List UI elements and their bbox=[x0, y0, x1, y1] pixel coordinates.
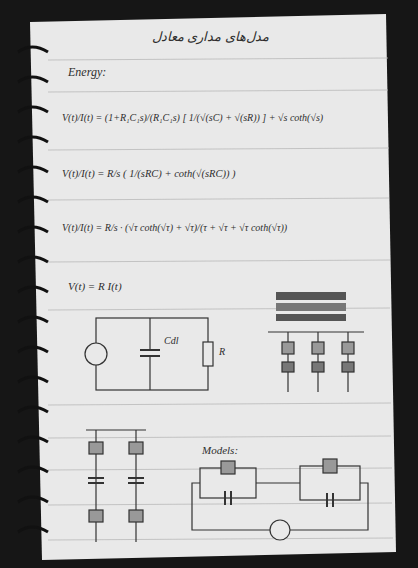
ruled-line bbox=[48, 58, 388, 60]
resistor-symbol bbox=[323, 459, 337, 473]
capacitor-symbol bbox=[88, 477, 104, 479]
resistor-symbol bbox=[129, 510, 143, 522]
capacitor-symbol bbox=[312, 362, 324, 372]
ruled-line bbox=[48, 148, 389, 150]
resistor-symbol bbox=[282, 342, 294, 354]
equation: V(t) = R I(t) bbox=[66, 280, 124, 293]
ruled-line bbox=[48, 90, 388, 92]
circuit-wire bbox=[149, 318, 150, 350]
capacitor-symbol bbox=[128, 477, 144, 479]
circuit-wire bbox=[268, 331, 364, 332]
ladder-circuit bbox=[86, 430, 146, 542]
circuit-wire bbox=[86, 429, 146, 430]
spiral-binding bbox=[18, 47, 48, 532]
transmission-line bbox=[268, 332, 364, 392]
circuit-wire bbox=[256, 482, 300, 483]
capacitor-symbol bbox=[140, 349, 160, 351]
spiral-ring bbox=[18, 287, 48, 292]
spiral-ring bbox=[18, 77, 48, 82]
equation: V(t)/I(t) = R/s ( 1/(sRC) + coth(√(sRC))… bbox=[60, 168, 238, 180]
ruled-line bbox=[48, 436, 391, 438]
capacitor-symbol bbox=[332, 493, 334, 507]
ruled-line bbox=[48, 198, 389, 200]
spiral-ring bbox=[18, 437, 48, 442]
ruled-line bbox=[48, 538, 393, 540]
capacitor-symbol bbox=[326, 493, 328, 507]
spiral-ring bbox=[18, 47, 48, 52]
section-heading: Models: bbox=[200, 444, 240, 457]
notebook-page bbox=[30, 14, 396, 560]
resistor-symbol bbox=[221, 461, 235, 474]
spiral-ring bbox=[18, 107, 48, 112]
spiral-ring bbox=[18, 137, 48, 142]
spiral-ring bbox=[18, 377, 48, 382]
layer-band bbox=[276, 303, 346, 311]
spiral-ring bbox=[18, 167, 48, 172]
spiral-ring bbox=[18, 407, 48, 412]
layer-band bbox=[276, 314, 346, 321]
section-heading: Energy: bbox=[66, 66, 108, 80]
spiral-ring bbox=[18, 257, 48, 262]
circuit-wire bbox=[192, 483, 270, 530]
resistor-symbol bbox=[342, 342, 354, 354]
spiral-ring bbox=[18, 467, 48, 472]
ruled-lines bbox=[48, 58, 393, 540]
spiral-ring bbox=[18, 227, 48, 232]
ruled-line bbox=[48, 403, 391, 405]
ruled-line bbox=[48, 503, 392, 505]
model-circuit bbox=[192, 459, 368, 540]
capacitor-symbol bbox=[88, 482, 104, 484]
spiral-ring bbox=[18, 497, 48, 502]
spiral-ring bbox=[18, 527, 48, 532]
spiral-ring bbox=[18, 197, 48, 202]
resistor-symbol bbox=[203, 342, 213, 366]
capacitor-symbol bbox=[128, 482, 144, 484]
source-symbol bbox=[270, 520, 290, 540]
circuit-wire bbox=[290, 483, 368, 530]
capacitor-symbol bbox=[230, 491, 232, 505]
capacitor-symbol bbox=[224, 491, 226, 505]
equation: V(t)/I(t) = R/s · (√τ coth(√τ) + √τ)/(τ … bbox=[60, 222, 289, 234]
source-symbol bbox=[85, 343, 107, 365]
spiral-ring bbox=[18, 317, 48, 322]
capacitor-symbol bbox=[342, 362, 354, 372]
ruled-line bbox=[48, 260, 390, 262]
layer-band bbox=[276, 292, 346, 300]
equation: V(t)/I(t) = (1+R₁C₁s)/(R₁C₁s) [ 1/(√(sC)… bbox=[60, 112, 325, 124]
rc-circuit bbox=[85, 318, 213, 390]
resistor-symbol bbox=[129, 442, 143, 454]
circuit-wire bbox=[149, 356, 150, 390]
spiral-ring bbox=[18, 347, 48, 352]
circuit-wire bbox=[96, 318, 208, 390]
resistor-symbol bbox=[89, 442, 103, 454]
electrode-layers bbox=[276, 292, 346, 321]
capacitor-symbol bbox=[282, 362, 294, 372]
resistor-symbol bbox=[312, 342, 324, 354]
note-heading: مدل‌های مداری معادل bbox=[150, 30, 271, 45]
component-label: R bbox=[217, 346, 227, 358]
resistor-symbol bbox=[89, 510, 103, 522]
component-label: Cdl bbox=[162, 335, 180, 347]
